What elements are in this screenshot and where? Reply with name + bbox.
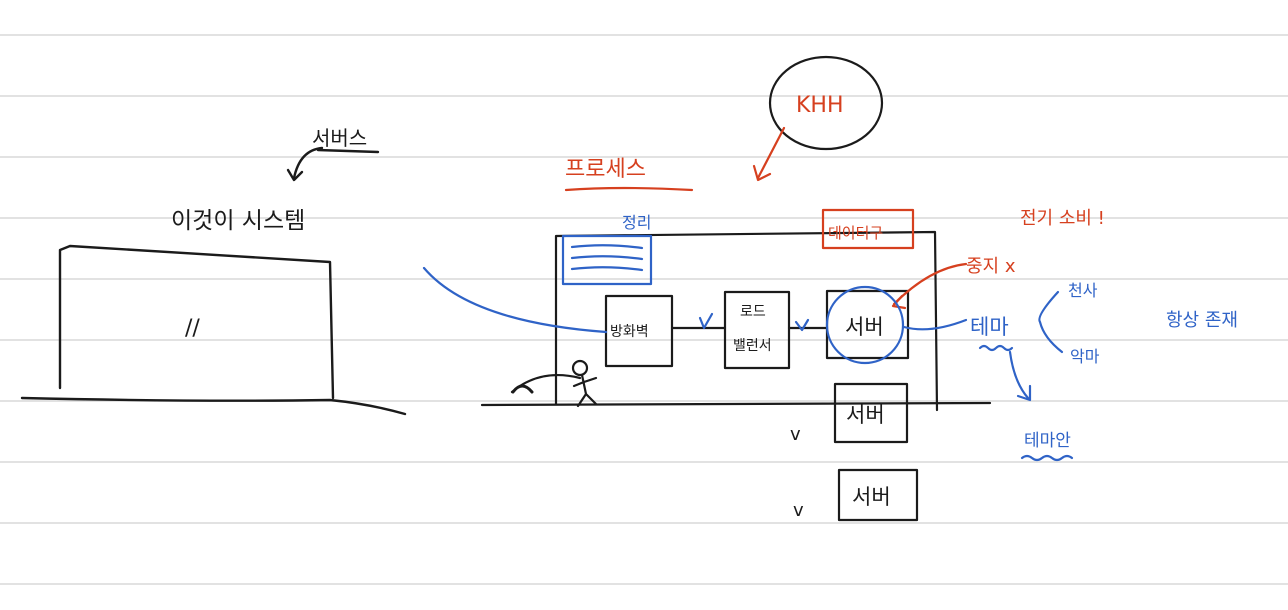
- right-ground-line: [480, 401, 992, 407]
- memo-pad: [561, 234, 653, 286]
- blue-branch-bracket: [1038, 290, 1064, 354]
- firewall-label: 방화벽: [610, 324, 649, 340]
- memo-line-1: [570, 244, 644, 250]
- red-stop-pointer: [892, 262, 968, 306]
- server-box-2: [833, 382, 909, 444]
- server-main-label: 서버: [845, 315, 884, 339]
- blue-tick-arrow: [698, 312, 714, 330]
- left-arrow-stroke: [292, 146, 324, 180]
- blue-curve-link: [422, 266, 608, 334]
- blue-squiggle-1: [978, 344, 1014, 352]
- door-eye: [511, 384, 534, 394]
- left-label-underline: [316, 148, 380, 154]
- left-caption: 이것이 시스템: [171, 208, 305, 234]
- blue-link-theme: [902, 318, 968, 331]
- corner-box-outline: [821, 208, 915, 250]
- red-arrowhead: [752, 164, 772, 182]
- branch-lower: 악마: [1070, 347, 1100, 366]
- server-2-label: 서버: [846, 403, 885, 427]
- memo-line-2: [570, 255, 644, 261]
- server-circle: [825, 285, 905, 365]
- door-arc: [510, 374, 582, 394]
- theme-label: 테마: [970, 315, 1009, 339]
- lb-label-top: 로드: [740, 304, 766, 320]
- circled-label: KHH: [796, 93, 844, 118]
- label-circle: [768, 55, 884, 151]
- check-3: v: [793, 500, 804, 521]
- memo-title: 정리: [622, 213, 651, 232]
- left-mark: //: [185, 316, 200, 341]
- left-arrowhead: [286, 168, 304, 182]
- branch-upper: 천사: [1068, 281, 1098, 300]
- person-body: [572, 373, 598, 408]
- check-2: v: [790, 424, 801, 445]
- blue-squiggle-2: [1020, 454, 1074, 462]
- red-arrow-stroke: [756, 126, 786, 180]
- process-label: 프로세스: [565, 157, 646, 182]
- red-arrowhead-stop: [891, 294, 907, 310]
- blue-theme-arrowhead: [1016, 384, 1032, 402]
- lb-label-bottom: 밸런서: [733, 338, 772, 354]
- stop-note: 중지 x: [966, 256, 1016, 277]
- load-balancer-box: [723, 290, 791, 370]
- side-note: 항상 존재: [1166, 310, 1238, 331]
- person-head: [571, 359, 589, 377]
- right-building-outline: [554, 230, 939, 412]
- red-title-underline: [564, 186, 694, 192]
- server-box-3: [837, 468, 919, 522]
- server-3-label: 서버: [852, 485, 891, 509]
- blue-tick-arrow-2: [794, 318, 810, 332]
- corner-box-label: 데이터구: [828, 224, 883, 242]
- left-ground-line: [20, 396, 407, 416]
- blue-theme-arrow: [1008, 350, 1030, 400]
- theme-sub: 테마안: [1024, 431, 1071, 451]
- left-building-outline: [58, 244, 335, 400]
- memo-line-3: [570, 266, 644, 272]
- alert-note: 전기 소비 !: [1020, 208, 1105, 229]
- left-arrow-label: 서버스: [312, 126, 367, 150]
